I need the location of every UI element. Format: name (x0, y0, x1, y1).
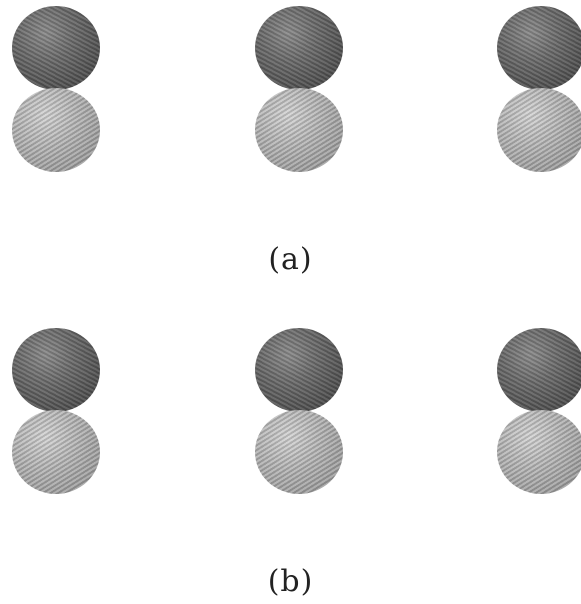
light-sphere (12, 88, 100, 172)
sphere-pair (497, 6, 581, 180)
light-sphere (255, 88, 343, 172)
sphere-pair (497, 328, 581, 502)
dark-sphere (12, 328, 100, 412)
light-sphere (497, 410, 581, 494)
light-sphere (12, 410, 100, 494)
dark-sphere (255, 328, 343, 412)
panel-a-label: (a) (268, 242, 313, 277)
panel-b-label: (b) (267, 564, 314, 599)
dark-sphere (12, 6, 100, 90)
dark-sphere (497, 328, 581, 412)
light-sphere (497, 88, 581, 172)
sphere-pair (255, 328, 345, 502)
sphere-pair (255, 6, 345, 180)
dark-sphere (497, 6, 581, 90)
sphere-pair (12, 6, 102, 180)
dark-sphere (255, 6, 343, 90)
sphere-pair (12, 328, 102, 502)
panel-b-image-row (0, 322, 581, 502)
light-sphere (255, 410, 343, 494)
panel-a-image-row (0, 0, 581, 180)
